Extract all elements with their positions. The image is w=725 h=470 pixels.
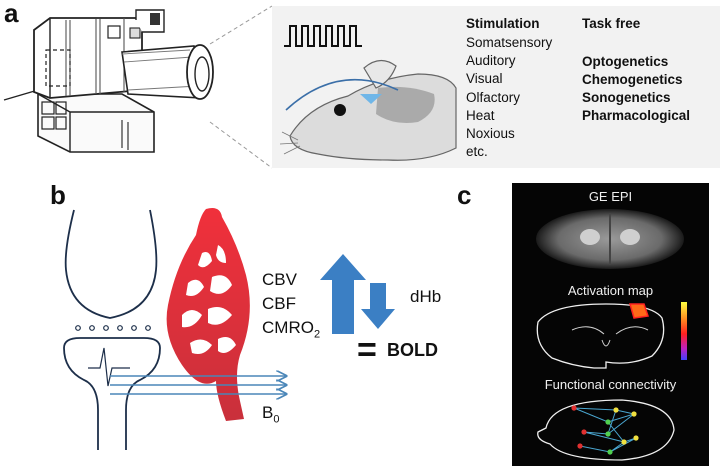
stimulation-item: Somatsensory	[466, 35, 553, 50]
activation-map-title: Activation map	[567, 283, 654, 298]
rat-illustration	[279, 59, 457, 161]
panel-label-a: a	[4, 0, 19, 28]
fmri-results-panel: GE EPI Activation map Fu	[512, 183, 709, 466]
functional-connectivity-title: Functional connectivity	[544, 377, 677, 392]
stimulation-heading: Stimulation	[466, 16, 540, 31]
cmro-subscript: 2	[313, 328, 321, 341]
blood-vessel-illustration	[166, 208, 250, 421]
modulation-item: Chemogenetics	[582, 72, 683, 87]
cbv-label: CBV	[262, 270, 297, 289]
cbf-label: CBF	[262, 294, 296, 313]
dhb-label: dHb	[410, 287, 442, 306]
field-label: B	[262, 403, 274, 422]
panel-label-c: c	[457, 180, 472, 210]
panel-label-b: b	[50, 180, 66, 210]
increase-arrow-icon	[320, 254, 366, 334]
synapse-illustration	[63, 209, 161, 450]
zoom-connector-lines	[209, 5, 273, 169]
b0-field-lines	[110, 371, 290, 401]
field-strength-label: B0	[262, 403, 279, 425]
functional-connectivity-image	[537, 399, 675, 461]
ge-epi-title: GE EPI	[588, 189, 633, 204]
field-subscript: 0	[273, 413, 280, 426]
equals-sign: =	[357, 331, 377, 369]
stimulation-item: Heat	[466, 108, 495, 123]
cmro-label: CMRO	[262, 318, 314, 337]
ge-epi-brain-image	[536, 209, 684, 269]
mri-scanner-illustration	[3, 9, 214, 153]
stimulation-item: etc.	[466, 144, 488, 159]
square-wave-stimulus-icon	[284, 25, 362, 47]
modulation-item: Optogenetics	[582, 54, 669, 69]
stimulation-item: Auditory	[466, 53, 516, 68]
stimulation-item: Noxious	[466, 126, 515, 141]
modulation-item: Pharmacological	[582, 108, 691, 123]
task-free-heading: Task free	[582, 16, 641, 31]
modulation-item: Sonogenetics	[582, 90, 671, 105]
stimulation-item: Olfactory	[466, 90, 521, 105]
activation-map-image	[536, 302, 687, 369]
cmro2-label: CMRO2	[262, 318, 320, 340]
stimulation-item: Visual	[466, 71, 503, 86]
bold-signal-label: BOLD	[387, 340, 438, 360]
decrease-arrow-icon	[361, 283, 395, 329]
